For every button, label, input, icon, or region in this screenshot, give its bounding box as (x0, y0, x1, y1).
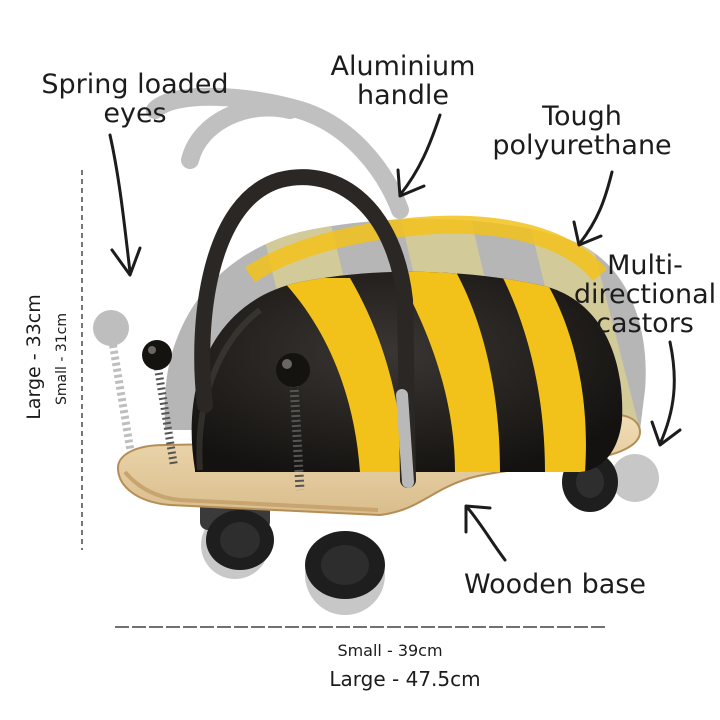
label-aluminium-handle: Aluminium handle (318, 52, 488, 110)
label-handle-line1: Aluminium (330, 51, 476, 82)
label-castors-line3: castors (596, 308, 694, 340)
length-large-label: Large - 47.5cm (329, 667, 481, 691)
label-castors-line2: directional (573, 279, 717, 311)
label-tough-polyurethane: Tough polyurethane (482, 102, 682, 160)
label-eyes-line1: Spring loaded (41, 69, 229, 100)
label-castors-line1: Multi- (607, 250, 683, 281)
castors-arrow (658, 340, 676, 446)
aluminium-handle (194, 169, 416, 488)
label-handle-line2: handle (356, 80, 450, 112)
eyes-arrow (108, 133, 132, 274)
label-spring-loaded-eyes: Spring loaded eyes (30, 70, 240, 128)
label-wooden-base: Wooden base (464, 569, 646, 600)
label-eyes-line2: eyes (103, 98, 167, 130)
callout-arrows (108, 113, 682, 562)
length-small-label: Small - 39cm (337, 641, 443, 660)
height-large-label: Large - 33cm (23, 294, 45, 420)
height-small-label: Small - 31cm (54, 313, 70, 405)
polyurethane-arrow (578, 170, 614, 245)
label-material-line2: polyurethane (492, 130, 672, 162)
spring-eyes (142, 340, 310, 491)
label-multi-directional-castors: Multi- directional castors (570, 250, 720, 340)
handle-arrow (398, 113, 442, 197)
base-arrow (465, 505, 507, 562)
label-material-line1: Tough (542, 101, 622, 132)
